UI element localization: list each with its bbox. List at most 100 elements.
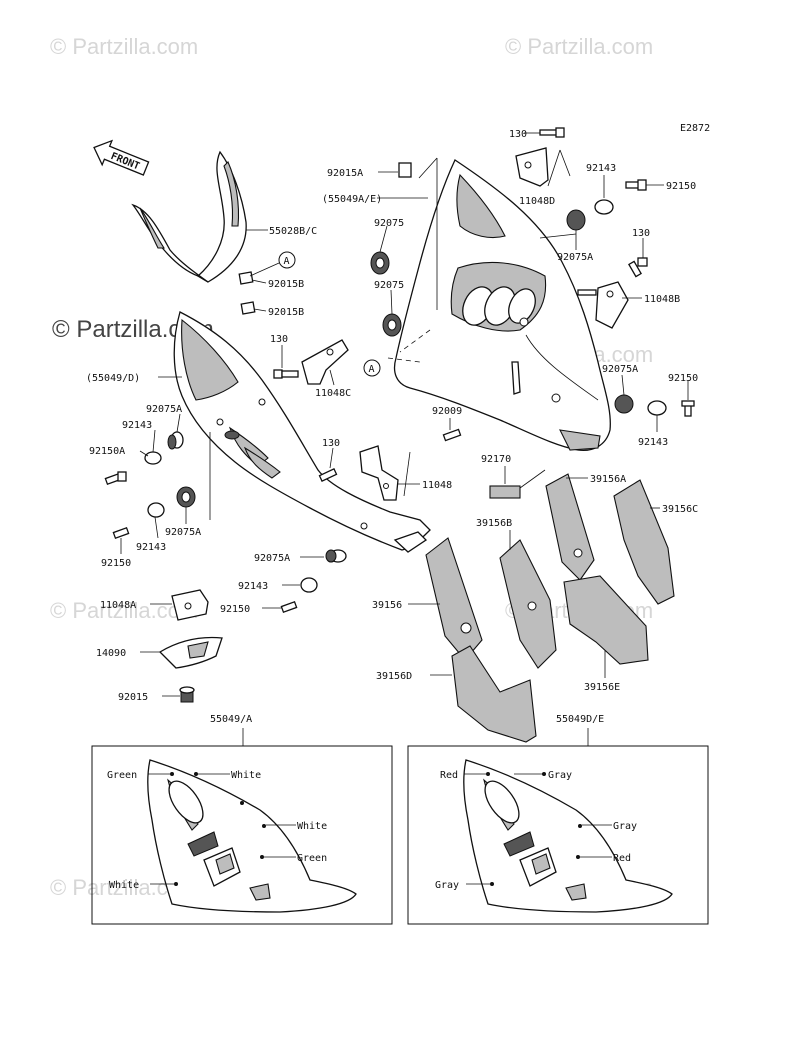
part-label[interactable]: 130	[322, 438, 340, 449]
part-label[interactable]: 92075A	[146, 404, 182, 415]
part-label[interactable]: 39156	[372, 600, 402, 611]
color-label: White	[231, 770, 261, 781]
middle-cowl-right[interactable]	[393, 159, 611, 452]
grommet-icon[interactable]	[614, 394, 634, 414]
watermark: © Partzilla.com	[505, 34, 653, 59]
color-label: Red	[440, 770, 458, 781]
part-label[interactable]: 92150	[220, 604, 250, 615]
part-label[interactable]: 92015B	[268, 307, 304, 318]
washer-icon[interactable]	[594, 199, 614, 215]
part-label[interactable]: 92075A	[165, 527, 201, 538]
foam-pad[interactable]	[613, 479, 675, 605]
part-label[interactable]: 130	[509, 129, 527, 140]
washer-icon[interactable]	[147, 502, 165, 518]
color-label: Gray	[548, 770, 572, 781]
part-label[interactable]: 39156B	[476, 518, 512, 529]
ref-marker: A	[369, 364, 375, 375]
bracket-icon[interactable]	[301, 339, 349, 385]
grommet-icon[interactable]	[370, 251, 402, 337]
washer-icon[interactable]	[647, 400, 667, 416]
part-label[interactable]: 92075	[374, 280, 404, 291]
part-label[interactable]: 92009	[432, 406, 462, 417]
part-label[interactable]: 92150	[668, 373, 698, 384]
part-label[interactable]: 39156E	[584, 682, 620, 693]
bolt-icon[interactable]	[280, 600, 298, 614]
part-label[interactable]: 92150A	[89, 446, 125, 457]
part-label[interactable]: 92143	[136, 542, 166, 553]
part-label[interactable]: 92015B	[268, 279, 304, 290]
part-label[interactable]: 11048	[422, 480, 452, 491]
clip-nut-icon[interactable]	[398, 162, 412, 178]
part-label[interactable]: 92075A	[557, 252, 593, 263]
part-label[interactable]: 11048A	[100, 600, 136, 611]
cowl-illustration[interactable]	[147, 759, 357, 913]
bolt-icon[interactable]	[273, 369, 299, 379]
bolt-icon[interactable]	[318, 468, 338, 482]
part-label[interactable]: 92143	[122, 420, 152, 431]
middle-cowl-left[interactable]	[173, 311, 431, 553]
part-label[interactable]: 130	[632, 228, 650, 239]
bolt-icon[interactable]	[539, 127, 565, 138]
part-label[interactable]: 92015	[118, 692, 148, 703]
color-label: Green	[297, 853, 327, 864]
bracket-icon[interactable]	[171, 589, 209, 621]
color-label: Gray	[613, 821, 637, 832]
part-label[interactable]: 92150	[666, 181, 696, 192]
cowl-illustration[interactable]	[463, 759, 673, 913]
grommet-icon[interactable]	[325, 549, 347, 563]
part-label[interactable]: 92143	[238, 581, 268, 592]
foam-pad[interactable]	[425, 537, 483, 661]
bolt-icon[interactable]	[442, 428, 462, 442]
part-label[interactable]: 39156C	[662, 504, 698, 515]
foam-pad[interactable]	[451, 645, 537, 743]
grommet-icon[interactable]	[176, 486, 196, 508]
watermark: © Partzilla.com	[50, 34, 198, 59]
part-label[interactable]: 55049D/E	[556, 714, 604, 725]
foam-pad[interactable]	[499, 539, 557, 669]
part-label[interactable]: 92150	[101, 558, 131, 569]
part-label[interactable]: 14090	[96, 648, 126, 659]
part-label[interactable]: (55049/D)	[86, 373, 140, 384]
part-label[interactable]: 130	[270, 334, 288, 345]
diagram-code: E2872	[680, 123, 710, 134]
bolt-icon[interactable]	[628, 257, 648, 278]
color-variant-inset-left: Green White White Green White	[91, 745, 393, 925]
bolt-icon[interactable]	[112, 526, 130, 540]
bolt-icon[interactable]	[104, 471, 127, 486]
part-label[interactable]: 92170	[481, 454, 511, 465]
washer-icon[interactable]	[300, 577, 318, 593]
part-label[interactable]: 92075	[374, 218, 404, 229]
bolt-icon[interactable]	[625, 179, 647, 191]
part-label[interactable]: 55049/A	[210, 714, 252, 725]
bracket-icon[interactable]	[515, 147, 549, 187]
color-label: Green	[107, 770, 137, 781]
clip-nut-icon[interactable]	[238, 271, 256, 315]
part-label[interactable]: 92143	[638, 437, 668, 448]
part-label[interactable]: (55049A/E)	[322, 194, 382, 205]
nut-icon[interactable]	[179, 686, 195, 703]
part-label[interactable]: 39156D	[376, 671, 412, 682]
foam-pad[interactable]	[563, 575, 649, 665]
bracket-icon[interactable]	[359, 445, 399, 501]
part-label[interactable]: 55028B/C	[269, 226, 317, 237]
grommet-icon[interactable]	[167, 431, 184, 450]
upper-cowl-panel[interactable]	[131, 150, 247, 283]
part-label[interactable]: 92075A	[254, 553, 290, 564]
front-arrow-icon: FRONT	[93, 139, 150, 176]
washer-icon[interactable]	[144, 451, 162, 465]
color-variant-inset-right: Red Gray Gray Red Gray	[407, 745, 709, 925]
part-label[interactable]: 11048B	[644, 294, 680, 305]
bolt-icon[interactable]	[681, 400, 695, 417]
part-label[interactable]: 11048D	[519, 196, 555, 207]
foam-pad[interactable]	[545, 473, 595, 581]
part-label[interactable]: 11048C	[315, 388, 351, 399]
part-label[interactable]: 92143	[586, 163, 616, 174]
cover-plate-icon[interactable]	[158, 636, 223, 669]
part-label[interactable]: 92015A	[327, 168, 363, 179]
grommet-icon[interactable]	[566, 209, 586, 231]
bracket-icon[interactable]	[577, 281, 629, 329]
part-label[interactable]: 92075A	[602, 364, 638, 375]
part-label[interactable]: 39156A	[590, 474, 626, 485]
clip-icon[interactable]	[489, 485, 521, 499]
